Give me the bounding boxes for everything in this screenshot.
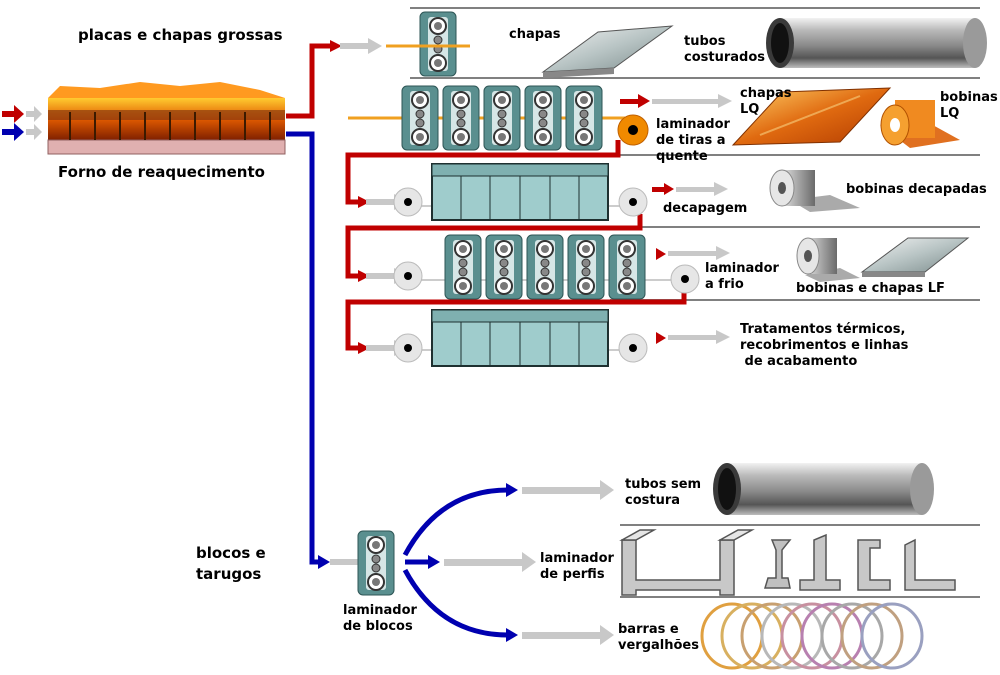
hot-strip-mill-label-line2: de tiras a	[656, 133, 726, 148]
plate-product	[541, 25, 674, 78]
plates-route-label: placas e chapas grossas	[78, 26, 283, 44]
bars-label-line2: vergalhões	[618, 638, 699, 653]
pickling-label: decapagem	[663, 201, 748, 216]
finishing-label-line3: de acabamento	[740, 354, 858, 369]
pickled-coil-product	[769, 169, 860, 212]
blooms-label-line2: tarugos	[196, 565, 262, 583]
welded-pipe-label-line2: costurados	[684, 50, 766, 65]
cold-mill-label-line1: laminador	[705, 261, 779, 276]
section-mill-label-line2: de perfis	[540, 567, 605, 582]
cold-mill-label-line2: a frio	[705, 277, 744, 292]
plates-output-label: chapas	[509, 27, 561, 42]
section-mill-label-line1: laminador	[540, 551, 614, 566]
structural-sections-product	[619, 529, 956, 596]
bar-coils-product	[700, 602, 924, 670]
reheating-furnace	[47, 82, 286, 155]
cold-products-label: bobinas e chapas LF	[796, 281, 945, 296]
hot-strip-mill-label-line3: quente	[656, 149, 708, 164]
furnace-label: Forno de reaquecimento	[58, 163, 265, 181]
cold-rolled-coil-product	[796, 237, 860, 282]
lq-sheet-label-line2: LQ	[740, 102, 760, 117]
bars-label-line1: barras e	[618, 622, 679, 637]
blue-flow-lines	[286, 131, 509, 638]
hot-strip-mill-label-line1: laminador	[656, 117, 730, 132]
finishing-label-line1: Tratamentos térmicos,	[740, 322, 906, 337]
finishing-label-line2: recobrimentos e linhas	[740, 338, 909, 353]
seamless-pipe-label-line2: costura	[625, 493, 681, 508]
cold-rolling-mill	[393, 234, 700, 300]
blooms-label-line1: blocos e	[196, 544, 266, 562]
blooming-mill-stand	[357, 530, 395, 596]
pickling-line	[393, 163, 648, 221]
hot-rolled-sheet-product	[731, 87, 892, 146]
finishing-line	[393, 309, 648, 367]
seamless-pipe-label-line1: tubos sem	[625, 477, 702, 492]
furnace-input-arrows	[2, 105, 42, 141]
plate-mill-stand	[386, 11, 470, 77]
welded-pipe-label-line1: tubos	[684, 34, 726, 49]
lq-coil-label-line2: LQ	[940, 106, 960, 121]
lq-coil-label-line1: bobinas	[940, 90, 998, 105]
pickled-coils-label: bobinas decapadas	[846, 182, 987, 197]
welded-pipe-product	[766, 18, 987, 68]
red-flow-lines	[286, 43, 687, 351]
cold-rolled-sheet-product	[860, 237, 970, 277]
blooming-mill-label-line1: laminador	[343, 603, 417, 618]
hot-rolled-coil-product	[880, 100, 960, 148]
seamless-pipe-product	[713, 463, 934, 515]
hot-strip-mill	[348, 85, 649, 151]
output-arrows	[444, 94, 732, 645]
blooming-mill-label-line2: de blocos	[343, 619, 413, 634]
lq-sheet-label-line1: chapas	[740, 86, 792, 101]
